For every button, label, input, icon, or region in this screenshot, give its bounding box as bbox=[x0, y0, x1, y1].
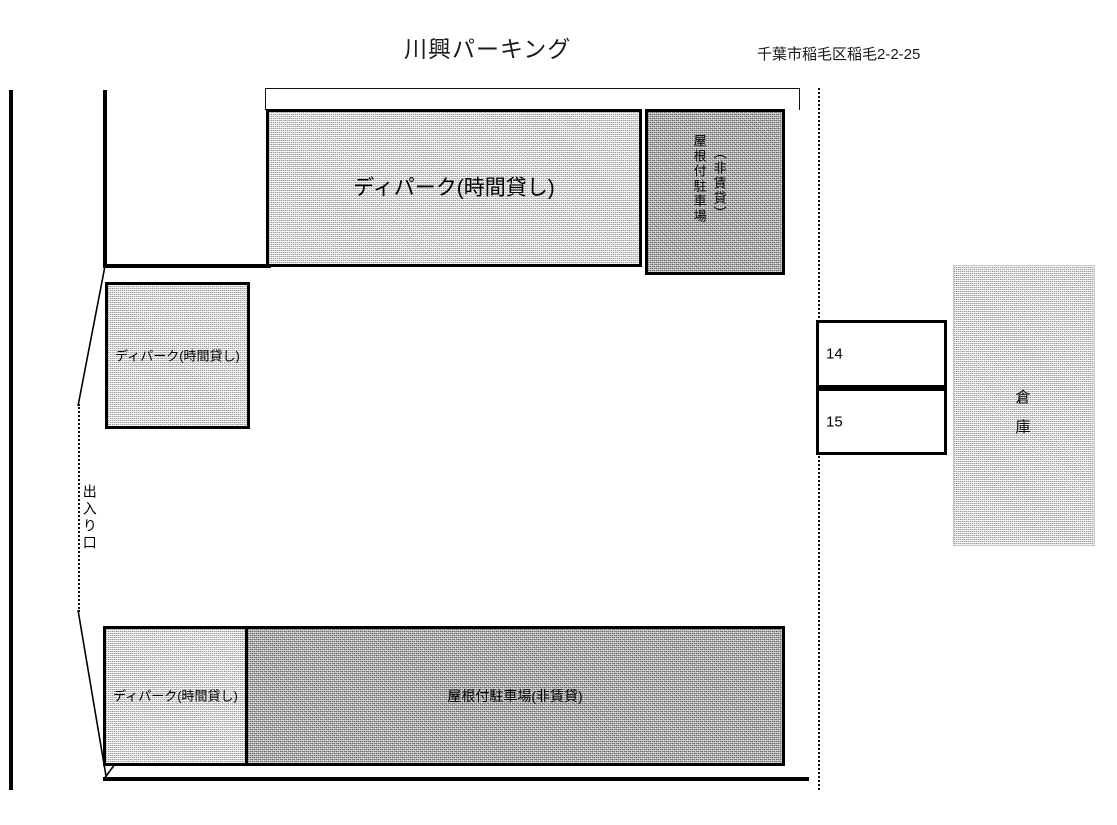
page-title: 川興パーキング bbox=[404, 36, 572, 62]
area-bottom-roofed[interactable]: 屋根付駐車場(非賃貸) bbox=[245, 626, 785, 766]
area-bottom-hourly[interactable]: ディパーク(時間貸し) bbox=[103, 626, 248, 766]
stall-14[interactable]: 14 bbox=[816, 320, 947, 388]
lot-boundary-line-upper-horizontal bbox=[103, 264, 271, 268]
stall-15-number: 15 bbox=[826, 413, 843, 430]
stall-15[interactable]: 15 bbox=[816, 388, 947, 455]
area-top-roofed-label-main: 屋根付駐車場 bbox=[691, 134, 707, 224]
area-bottom-roofed-label: 屋根付駐車場(非賃貸) bbox=[447, 688, 583, 704]
area-warehouse[interactable]: 倉 庫 bbox=[953, 265, 1095, 546]
area-bottom-hourly-label: ディパーク(時間貸し) bbox=[113, 688, 238, 704]
lot-boundary-line-upper-vertical bbox=[103, 90, 107, 268]
area-top-roofed[interactable]: 屋根付駐車場 （非賃貸） bbox=[645, 109, 785, 275]
area-top-roofed-label-note: （非賃貸） bbox=[711, 146, 727, 221]
lot-boundary-line-bottom bbox=[103, 777, 809, 781]
area-mid-hourly-label: ディパーク(時間貸し) bbox=[115, 348, 240, 363]
entrance-boundary-dotted bbox=[78, 404, 80, 612]
area-warehouse-label-line1: 倉 bbox=[1015, 389, 1033, 406]
entrance-label: 出入り口 bbox=[81, 484, 98, 552]
area-warehouse-label-line2: 庫 bbox=[1015, 419, 1033, 436]
top-lot-outer-frame bbox=[265, 88, 800, 110]
area-mid-hourly[interactable]: ディパーク(時間貸し) bbox=[105, 282, 250, 429]
stall-14-number: 14 bbox=[826, 345, 843, 363]
area-top-hourly-label: ディパーク(時間貸し) bbox=[353, 176, 555, 200]
site-address: 千葉市稲毛区稲毛2-2-25 bbox=[757, 46, 921, 63]
street-boundary-line-left bbox=[9, 90, 13, 790]
area-top-hourly[interactable]: ディパーク(時間貸し) bbox=[266, 109, 642, 267]
